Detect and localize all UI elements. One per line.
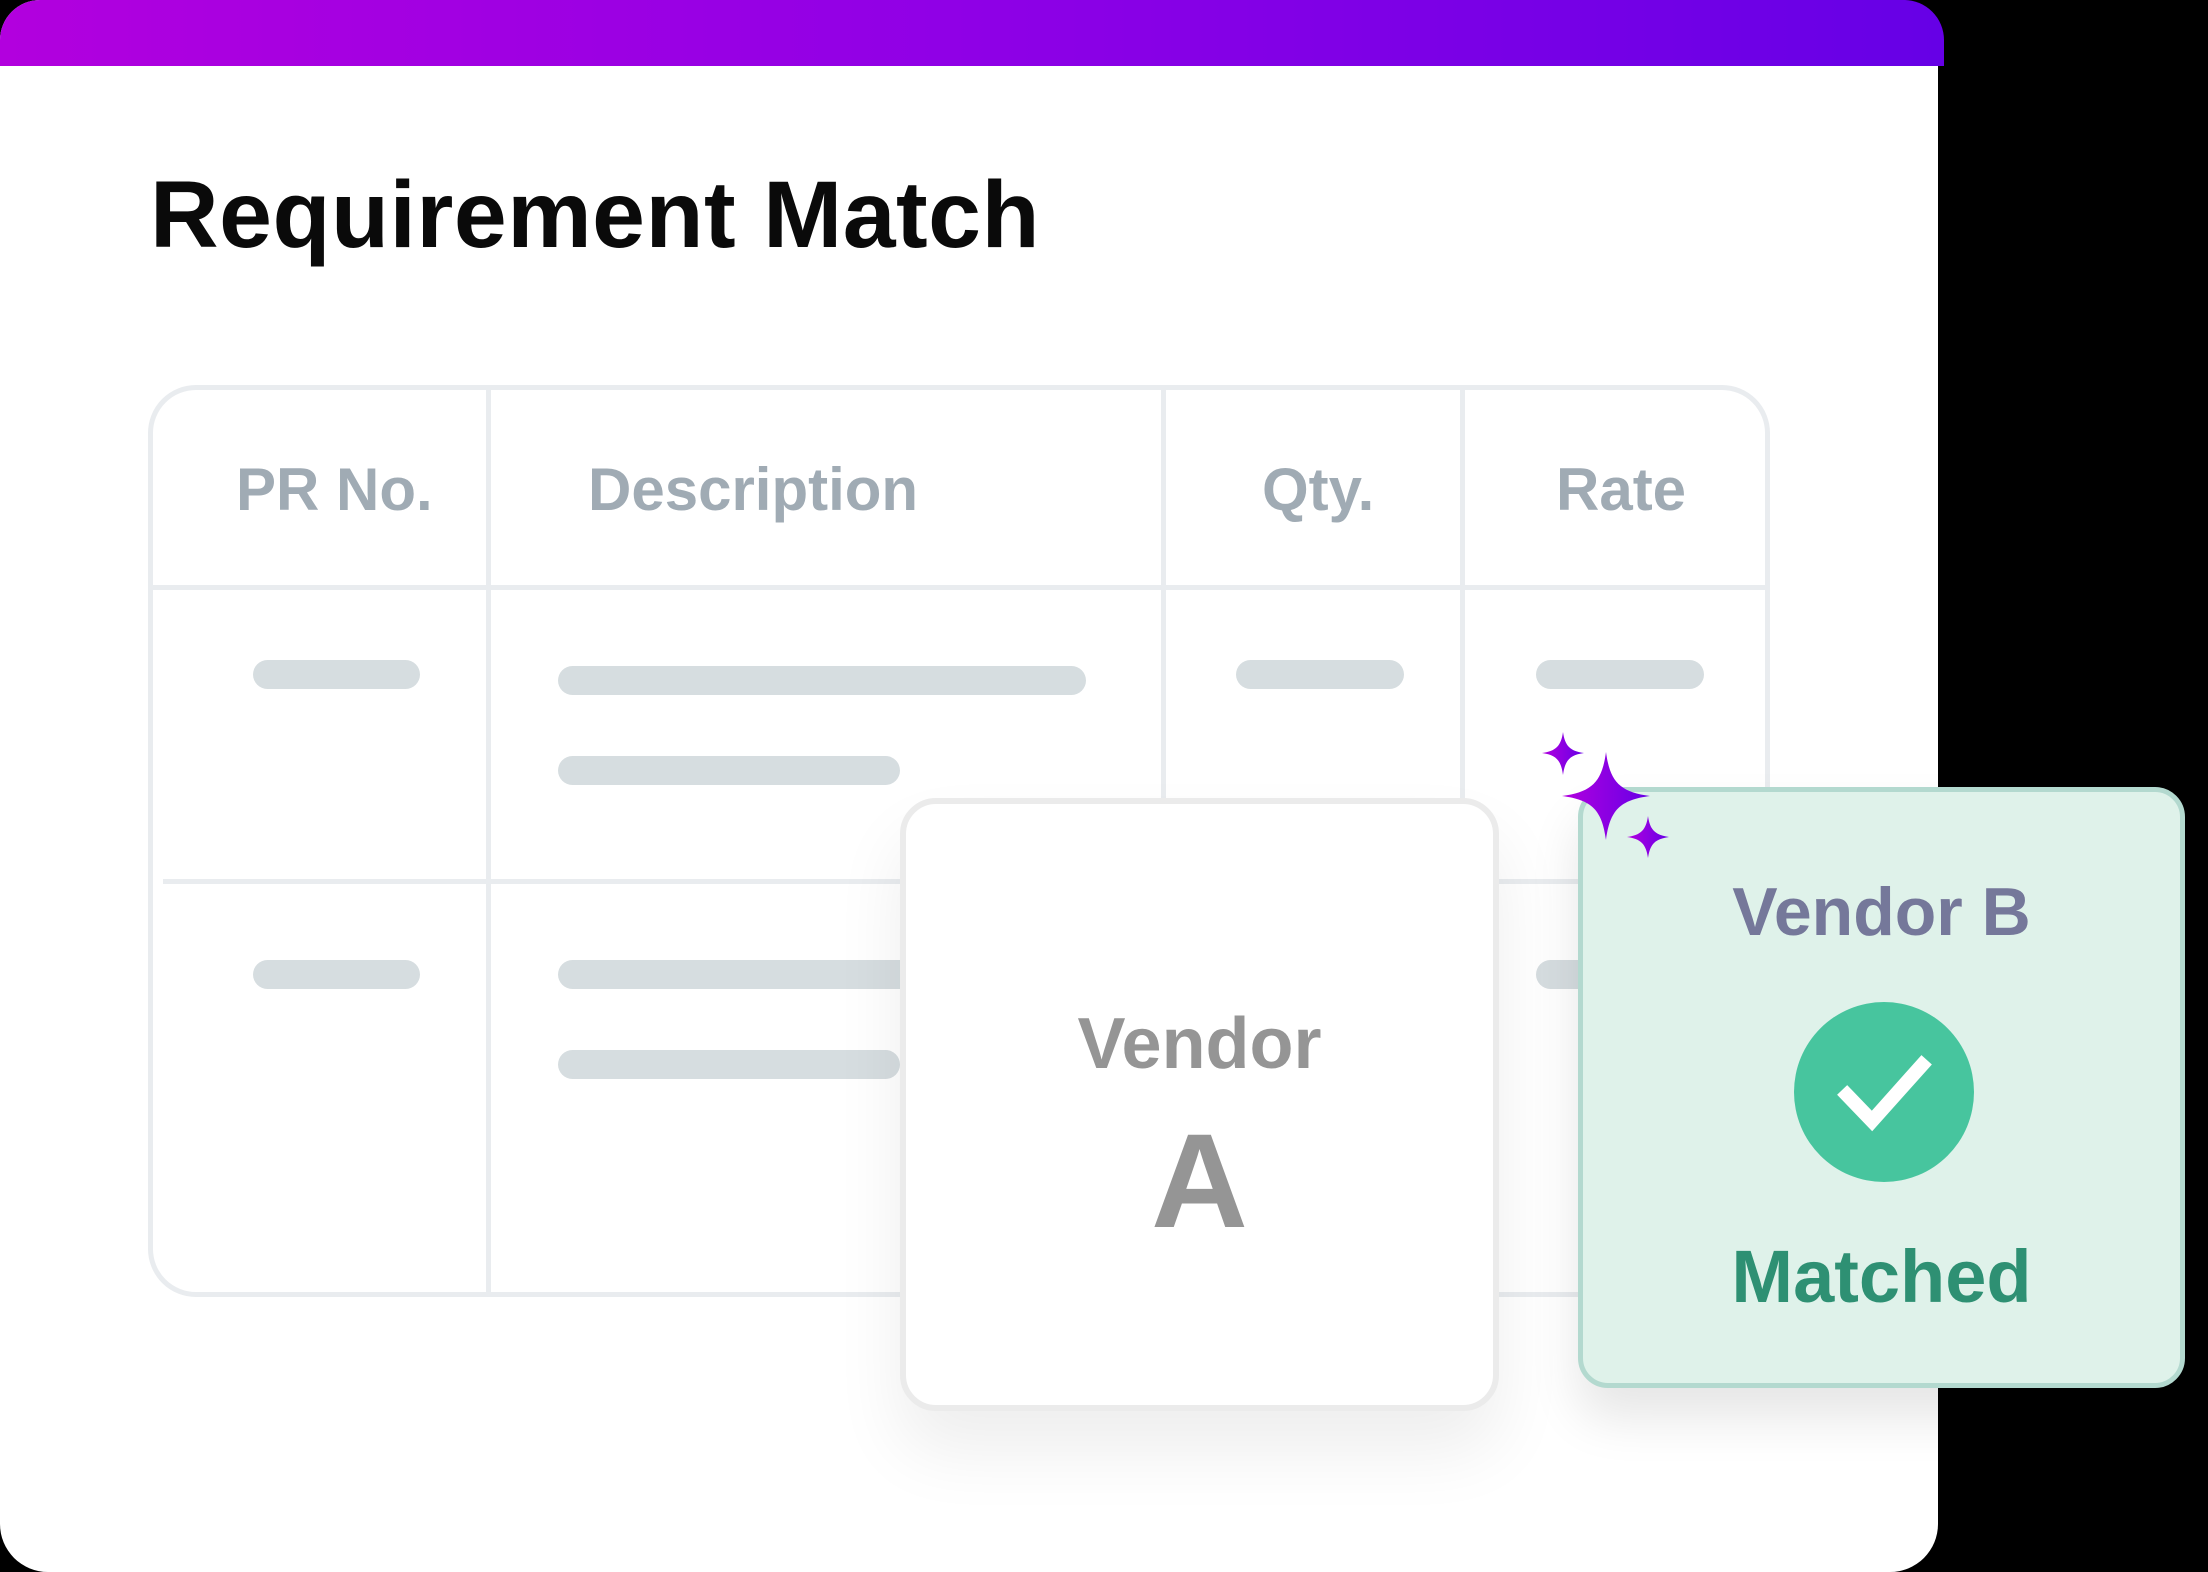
column-divider	[486, 390, 491, 1292]
page-title: Requirement Match	[150, 162, 1041, 268]
placeholder-qty	[1236, 660, 1404, 689]
vendor-a-letter: A	[1151, 1107, 1248, 1256]
column-header-description: Description	[588, 456, 919, 523]
vendor-b-card[interactable]: Vendor B Matched	[1578, 787, 2185, 1388]
check-icon	[1794, 1002, 1974, 1182]
placeholder-pr-no	[253, 960, 420, 989]
column-header-pr-no: PR No.	[236, 456, 433, 523]
vendor-a-card[interactable]: Vendor A	[900, 798, 1499, 1411]
sparkles-icon	[1542, 732, 1669, 858]
placeholder-rate	[1536, 660, 1704, 689]
placeholder-description-line2	[558, 756, 900, 785]
vendor-b-label: Vendor B	[1732, 874, 2031, 950]
vendor-a-label: Vendor	[1077, 1004, 1322, 1084]
column-header-qty: Qty.	[1262, 456, 1375, 523]
match-status-label: Matched	[1731, 1235, 2032, 1318]
gradient-header-bar	[0, 0, 1944, 66]
placeholder-description-line2	[558, 1050, 900, 1079]
column-header-rate: Rate	[1556, 456, 1687, 523]
placeholder-description-line1	[558, 666, 1086, 695]
header-divider	[153, 585, 1765, 590]
placeholder-pr-no	[253, 660, 420, 689]
